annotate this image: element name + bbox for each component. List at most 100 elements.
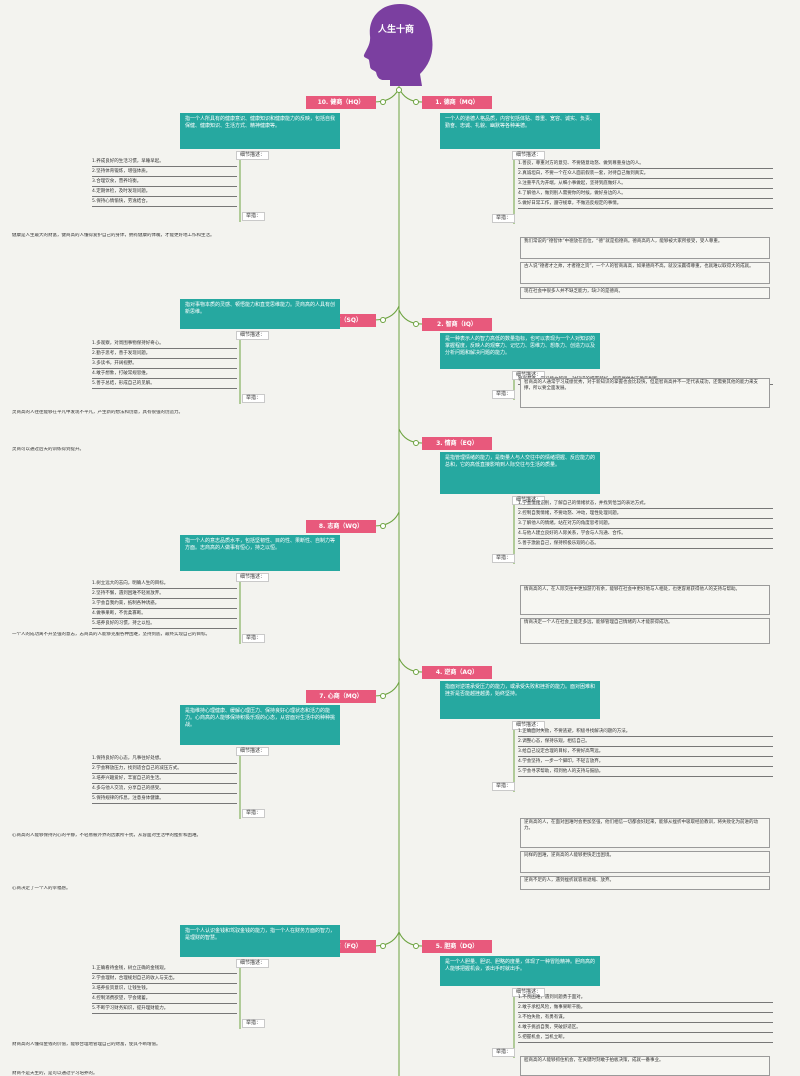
- list-item: 2.真诚坦白，不要一个在众人面前假装一套，对待自己做到真实。: [518, 170, 773, 179]
- list-item: 2.敢于承担风险，做事果断干脆。: [518, 1004, 773, 1013]
- summary-label: 细节描述：: [236, 331, 269, 340]
- connector-node: [380, 317, 386, 323]
- connector-node: [380, 99, 386, 105]
- branch-description: 指对事物本质的灵感、顿悟能力和直觉思维能力。灵商高的人具有创新思维。: [180, 299, 340, 329]
- list-item: 2.学会释放压力，找到适合自己的减压方式。: [92, 765, 237, 774]
- note-text: 健康是人生最大的财富，健商高的人懂得爱护自己的身体，拥有健康的体魄，才能更好地工…: [12, 233, 244, 267]
- note-text: 财商不是天生的，是可以通过学习培养的。: [12, 1071, 244, 1076]
- list-item: 3.注重平凡为开端，从细小事做起，坚持到底做好人。: [518, 180, 773, 189]
- list-item: 5.做好日常工作，遵守规章，不做违反规定的事情。: [518, 200, 773, 209]
- branch-tag[interactable]: 2. 智商（IQ）: [422, 318, 492, 331]
- branch-description: 指一个人认识金钱和驾驭金钱的能力，指一个人在财务方面的智力，是理财的智慧。: [180, 925, 340, 957]
- summary-label: 细节描述：: [236, 151, 269, 160]
- list-item: 3.给自己设定合理的目标，不要好高骛远。: [518, 748, 773, 757]
- list-item: 3.多读书，开阔视野。: [92, 360, 237, 369]
- list-item: 3.培养兴趣爱好，丰富自己的生活。: [92, 775, 237, 784]
- list-item: 4.敢于想象，打破常规思维。: [92, 370, 237, 379]
- detail-label: 举措：: [242, 809, 265, 818]
- branch-tag[interactable]: 4. 逆商（AQ）: [422, 666, 492, 679]
- connector-node: [413, 440, 419, 446]
- list-item: 1.不畏困难，遇到问题勇于面对。: [518, 994, 773, 1003]
- list-item: 2.勤于思考，善于发现问题。: [92, 350, 237, 359]
- branch-tag[interactable]: 3. 情商（EQ）: [422, 437, 492, 450]
- note-text: 同样的困难，逆商高的人能够更快走出困境。: [520, 851, 770, 873]
- list-item: 5.保持规律的作息，注意身体健康。: [92, 795, 237, 804]
- detail-label: 举措：: [492, 1048, 515, 1057]
- list-item: 4.与他人建立良好的人际关系，学会与人沟通、合作。: [518, 530, 773, 539]
- connector-node: [413, 669, 419, 675]
- detail-label: 举措：: [242, 212, 265, 221]
- note-text: 灵商高的人往往能够在平凡中发现不平凡，产生新的想法和创意，具有很强的创造力。: [12, 410, 244, 444]
- branch-description: 是指维持心理健康、缓解心理压力、保持良好心理状态和活力的能力。心商高的人能够保持…: [180, 705, 340, 745]
- note-text: 智商高的人通常学习成绩优秀，对于新知识的掌握也会比较快，但是智商高并不一定代表成…: [520, 378, 770, 408]
- list-item: 5.培养良好的习惯，持之以恒。: [92, 620, 237, 629]
- list-item: 5.保持心情愉快，劳逸结合。: [92, 198, 237, 207]
- branch-tag[interactable]: 10. 健商（HQ）: [306, 96, 376, 109]
- list-item: 4.了解他人，做到别人需要你的时候，做好身边的人。: [518, 190, 773, 199]
- note-text: 灵商可以通过后天的训练得到提升。: [12, 447, 244, 465]
- note-text: 逆商高的人，在面对困难时会更加坚强，他们相信一切都会好起来，能够从挫折中吸取经验…: [520, 818, 770, 848]
- branch-description: 是指管理情绪的能力，是衡量人与人交往中的情绪把握、反应能力的总和，它的高低直接影…: [440, 452, 600, 494]
- branch-description: 是一种表示人的智力高低的数量指标，也可以表现为一个人对知识的掌握程度，反映人的观…: [440, 333, 600, 369]
- note-text: 一个人的成功离不开坚强的意志，志商高的人能够克服各种困难，坚持到底，最终实现自己…: [12, 632, 244, 666]
- note-text: 财商高的人懂得金钱的价值，能够合理地管理自己的财富，使其不断增值。: [12, 1042, 244, 1068]
- list-item: 1.正确看待金钱，树立正确的金钱观。: [92, 965, 237, 974]
- list-item: 2.学会理财，合理规划自己的收入与支出。: [92, 975, 237, 984]
- head-silhouette-icon: [360, 0, 440, 86]
- note-text: 我们常说的“德智体”中德放在首位，“德”就是指德商。德商高的人，能够被大家所接受…: [520, 237, 770, 259]
- connector-node: [396, 87, 402, 93]
- note-text: 心商高的人能够保持内心的平静，不轻易被外界的因素所干扰，从容面对生活中的挫折和困…: [12, 833, 244, 883]
- list-item: 3.学会自我约束，抵制各种诱惑。: [92, 600, 237, 609]
- list-item: 5.不断学习财务知识，提升理财能力。: [92, 1005, 237, 1014]
- branch-description: 指一个人的意志品质水平，包括坚韧性、目的性、果断性、自制力等方面。志商高的人做事…: [180, 535, 340, 571]
- list-item: 1.学会情绪识别，了解自己的情绪状态，并找到恰当的表达方式。: [518, 500, 773, 509]
- branch-description: 指一个人所具有的健康意识、健康知识和健康能力的反映，包括自我保健、健康知识、生活…: [180, 113, 340, 149]
- detail-label: 举措：: [492, 214, 515, 223]
- branch-tag[interactable]: 7. 心商（MQ）: [306, 690, 376, 703]
- branch-tag[interactable]: 5. 胆商（DQ）: [422, 940, 492, 953]
- list-item: 5.把握机会，当机立断。: [518, 1034, 773, 1043]
- list-item: 4.定期体检，及时发现问题。: [92, 188, 237, 197]
- list-item: 1.正确面对失败，不要逃避，积极寻找解决问题的方法。: [518, 728, 773, 737]
- list-item: 3.合理饮食，营养均衡。: [92, 178, 237, 187]
- list-item: 1.多观察，对周围事物保持好奇心。: [92, 340, 237, 349]
- list-item: 5.学会寻求帮助，得到他人的支持与鼓励。: [518, 768, 773, 777]
- connector-node: [413, 99, 419, 105]
- list-item: 2.调整心态，保持乐观，相信自己。: [518, 738, 773, 747]
- list-item: 4.多与他人交流，分享自己的感受。: [92, 785, 237, 794]
- detail-label: 举措：: [242, 394, 265, 403]
- note-text: 情商决定一个人在社会上能走多远，能够管理自己情绪的人才能获得成功。: [520, 618, 770, 644]
- branch-description: 是一个人胆量、胆识、胆略的度量，体现了一种冒险精神。胆商高的人能够把握机会，该出…: [440, 956, 600, 986]
- note-text: 情商高的人，在人际交往中更加游刃有余，能够在社会中更好地与人相处，也更容易获得他…: [520, 585, 770, 615]
- list-item: 4.控制消费欲望，学会储蓄。: [92, 995, 237, 1004]
- map-title: 人生十商: [368, 22, 424, 35]
- list-item: 5.善于激励自己，保持积极乐观的心态。: [518, 540, 773, 549]
- branch-tag[interactable]: 1. 德商（MQ）: [422, 96, 492, 109]
- list-item: 1.树立远大的志向，明确人生的目标。: [92, 580, 237, 589]
- detail-label: 举措：: [242, 1019, 265, 1028]
- branch-tag[interactable]: 8. 志商（WQ）: [306, 520, 376, 533]
- detail-label: 举措：: [242, 634, 265, 643]
- detail-label: 举措：: [492, 782, 515, 791]
- list-item: 3.了解他人的情绪，站在对方的角度思考问题。: [518, 520, 773, 529]
- list-item: 2.坚持体育锻炼，增强体质。: [92, 168, 237, 177]
- list-item: 3.培养投资意识，让钱生钱。: [92, 985, 237, 994]
- summary-label: 细节描述：: [236, 747, 269, 756]
- list-item: 4.敢于挑战自我，突破舒适区。: [518, 1024, 773, 1033]
- summary-label: 细节描述：: [236, 959, 269, 968]
- list-item: 4.做事果断，不优柔寡断。: [92, 610, 237, 619]
- connector-node: [380, 523, 386, 529]
- note-text: 逆商不足的人，遇到挫折就容易退缩、放弃。: [520, 876, 770, 890]
- detail-label: 举措：: [492, 390, 515, 399]
- note-text: 心商决定了一个人的幸福感。: [12, 886, 244, 900]
- list-item: 2.坚持不懈，遇到困难不轻易放弃。: [92, 590, 237, 599]
- summary-label: 细节描述：: [236, 573, 269, 582]
- branch-description: 指面对逆境承受压力的能力，或承受失败和挫折的能力。面对困难和挫折是否能越挫越勇，…: [440, 681, 600, 719]
- note-text: 古人说“德者才之帅，才者德之资”，一个人的智商再高，如果德商不高，就没法赢得尊重…: [520, 262, 770, 284]
- list-item: 2.控制自我情绪，不要动怒、冲动，理性处理问题。: [518, 510, 773, 519]
- list-item: 1.善良，尊重对方的意见、不要随意动怒、做到尊重身边的人。: [518, 160, 773, 169]
- list-item: 1.保持良好的心态，凡事往好处想。: [92, 755, 237, 764]
- detail-label: 举措：: [492, 554, 515, 563]
- summary-label: 细节描述：: [512, 151, 545, 160]
